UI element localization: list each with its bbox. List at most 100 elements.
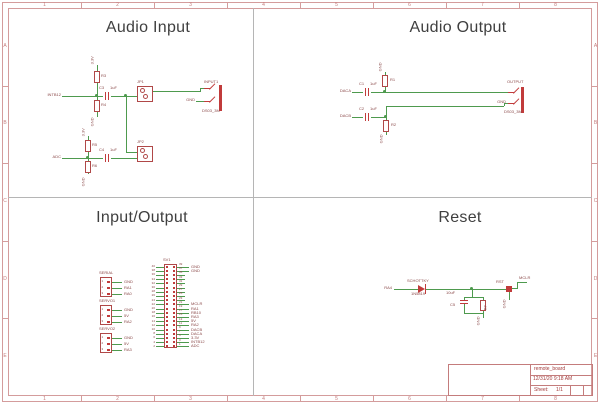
pin-number: 1 [179,341,181,346]
frame-tick [81,2,82,8]
section-title-reset: Reset [438,209,482,226]
pin-pad [166,278,168,281]
resistor-r6[interactable] [85,161,91,173]
pin-net-label: GND [191,267,200,273]
component-detail [143,94,148,99]
section-divider-horizontal [8,197,592,198]
frame-column-label: 5 [335,395,338,402]
wire [156,283,164,285]
resistor-r2[interactable] [383,120,389,132]
title-block-divider [530,385,593,386]
pin-pad [166,328,168,331]
pin-pad [107,336,110,339]
connector-name: SERVO1 [99,298,116,303]
capacitor-c4[interactable] [103,154,111,163]
pin-pad [173,311,175,314]
wire [177,287,185,289]
capacitor-plate [108,154,109,162]
wire [156,287,164,289]
pin-number: 9 [179,324,181,329]
wire [156,279,164,281]
wire [112,343,122,345]
jack-plug-bar[interactable] [521,87,524,113]
pin-net-label: RA3 [124,346,132,352]
wire [62,158,137,159]
pin-pad [107,280,110,283]
frame-row-label: C [3,198,7,204]
connector-name: SERIAL [99,270,114,275]
wire [394,289,418,290]
frame-tick [2,318,8,320]
pin-number: 13 [179,316,183,321]
diode-schottky[interactable] [418,285,425,293]
component-detail [143,154,148,159]
wire [200,88,204,89]
capacitor-plate [368,88,369,96]
capacitor-value: 1uF [370,106,377,111]
rail-label-gnd: GND [501,299,507,309]
wire [156,333,164,335]
capacitor-name: C2 [359,106,365,111]
jack-plug-bar[interactable] [219,85,222,111]
pin-number: 21 [179,299,183,304]
wire [509,292,510,300]
frame-column-label: 2 [116,1,119,8]
wire [156,337,164,339]
resistor-r5[interactable] [85,140,91,152]
resistor-name: R5 [92,142,98,147]
pin-net-label: GND [124,334,133,340]
frame-row-label: E [593,353,598,360]
pin-pad [166,294,168,297]
pin-pad [173,282,175,285]
capacitor-c2[interactable] [363,113,371,122]
wire [472,289,473,297]
pin-number: 28 [151,289,155,294]
pin-number: 6 [153,335,155,340]
frame-row-label: A [3,42,7,49]
pin-pad [173,286,175,289]
frame-column-label: 8 [554,395,557,402]
connector-sv1[interactable] [164,264,177,348]
pin-number: 3 [101,319,104,323]
pin-number: 1 [101,307,104,311]
resistor-r7[interactable] [480,300,486,311]
jack-contact[interactable] [204,88,210,89]
capacitor-c3[interactable] [103,92,111,101]
capacitor-value: 1uF [110,85,117,90]
rail-label-gnd: GND [475,316,481,326]
pin-number: 34 [151,276,155,281]
capacitor-c1[interactable] [363,88,371,97]
capacitor-value: 1uF [110,147,117,152]
resistor-r4[interactable] [94,100,100,112]
title-block-divider [570,385,571,396]
wire [177,300,185,302]
pin-pad [173,345,175,348]
pin-pad [107,320,110,323]
frame-tick [446,396,447,402]
pin-pad [173,324,175,327]
resistor-r1[interactable] [382,75,388,87]
pin-number: 37 [179,266,183,271]
capacitor-value: 1uF [370,81,377,86]
pin-number: 5 [179,333,181,338]
resistor-name: R3 [101,73,107,78]
wire [112,287,122,289]
sheet-label: Sheet: [534,387,549,393]
resistor-r3[interactable] [94,71,100,83]
diode-part-number: 1N5819 [411,291,426,296]
jack-contact[interactable] [508,92,514,93]
wire [177,291,185,293]
wire [517,282,518,289]
wire [177,295,185,297]
jack-contact[interactable] [508,103,514,104]
wire [177,312,189,314]
pin-pad [173,273,175,276]
jack-contact[interactable] [204,101,210,102]
wire [112,315,122,317]
pin-pad [173,341,175,344]
capacitor-name: C4 [99,147,105,152]
pin-net-label: ADC [191,343,200,349]
net-label-mclr: MCLR [519,275,531,280]
reset-button[interactable] [506,286,512,292]
pin-number: 36 [151,272,155,277]
